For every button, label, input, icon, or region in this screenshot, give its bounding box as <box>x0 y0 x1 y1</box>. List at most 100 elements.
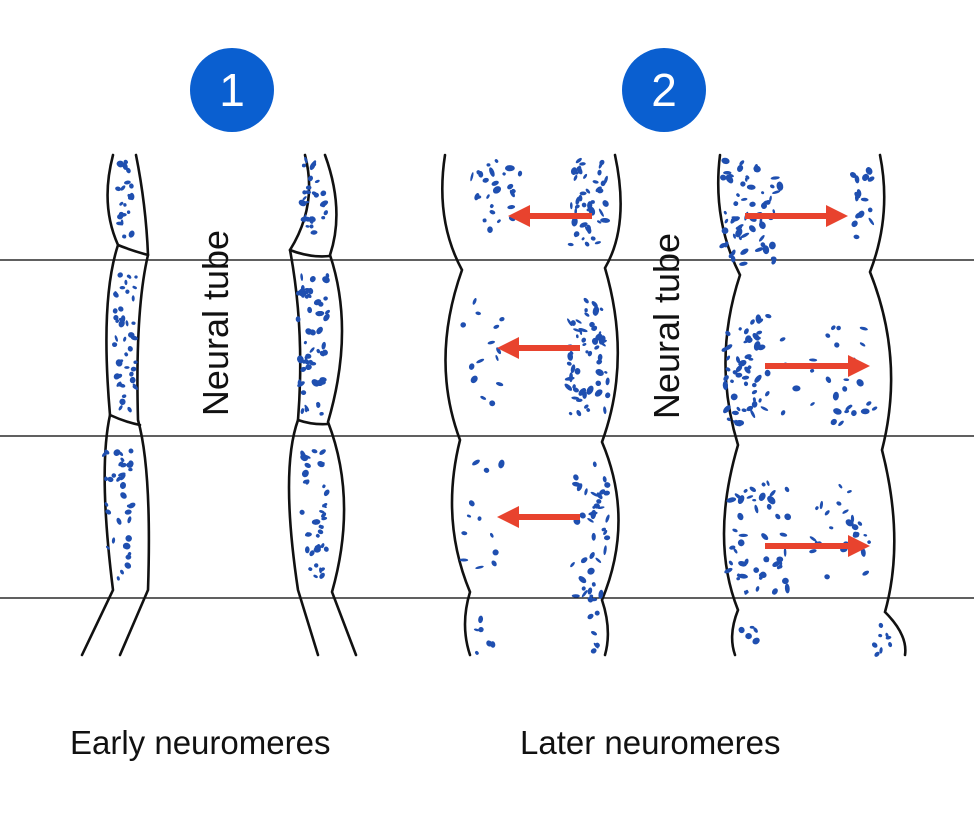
cell <box>587 567 595 575</box>
cell <box>322 504 327 509</box>
cell <box>113 449 121 457</box>
cell <box>760 406 769 411</box>
cell <box>857 210 865 218</box>
cell <box>740 248 749 255</box>
cell <box>581 237 585 241</box>
cell <box>819 500 823 510</box>
cell <box>860 408 870 415</box>
cell <box>125 289 130 294</box>
cell <box>123 544 127 549</box>
cell <box>111 473 117 478</box>
cell <box>325 309 330 315</box>
cell <box>113 315 119 321</box>
cell <box>737 164 744 172</box>
cell <box>599 307 604 311</box>
cell <box>304 200 310 204</box>
cell <box>305 185 312 190</box>
cell <box>576 398 583 403</box>
boundary-lines <box>0 259 974 599</box>
cell <box>581 202 587 208</box>
cell <box>598 589 604 599</box>
cell <box>127 516 132 524</box>
cell <box>775 513 781 520</box>
cell <box>810 402 815 406</box>
cell <box>297 355 304 364</box>
cell <box>305 225 310 228</box>
cell <box>879 647 883 654</box>
cell <box>116 476 122 482</box>
cell <box>595 557 602 563</box>
cell <box>838 484 843 489</box>
cell <box>724 567 733 574</box>
cell <box>112 308 118 314</box>
cell <box>305 353 312 359</box>
cell <box>594 610 600 616</box>
cell <box>299 509 305 515</box>
cell <box>736 193 740 197</box>
cell <box>570 364 576 374</box>
cell <box>753 400 756 405</box>
cell <box>494 159 499 163</box>
cell <box>731 249 736 257</box>
cell <box>834 342 840 348</box>
cell <box>489 400 496 407</box>
cell <box>732 233 736 239</box>
cell <box>768 241 776 250</box>
cell <box>753 163 759 173</box>
cell <box>300 454 309 462</box>
cell <box>126 210 131 214</box>
cell <box>844 409 850 414</box>
cell <box>585 188 591 194</box>
cell <box>470 172 474 182</box>
cell <box>302 196 307 201</box>
cell <box>314 563 319 568</box>
cell <box>319 572 325 579</box>
cell <box>754 247 764 252</box>
cell <box>564 383 573 391</box>
cell <box>322 276 330 284</box>
cell <box>498 459 505 469</box>
early-left-wall-inner <box>118 153 151 657</box>
cell <box>304 294 309 299</box>
cell <box>751 389 758 395</box>
cell <box>304 546 310 554</box>
cell <box>833 408 842 415</box>
cell <box>128 332 135 338</box>
cell <box>307 287 314 295</box>
cell <box>123 336 127 342</box>
cell <box>310 230 318 235</box>
arrow-left-top-head <box>508 205 530 227</box>
cell <box>579 191 587 196</box>
cell <box>568 385 572 390</box>
cell <box>597 169 602 176</box>
cell <box>741 375 750 380</box>
step-2-badge: 2 <box>622 48 706 132</box>
step-1-number: 1 <box>219 64 245 116</box>
cell <box>874 651 880 657</box>
cell <box>589 594 594 598</box>
cell <box>474 193 480 201</box>
cell <box>732 528 738 533</box>
cell <box>723 405 731 414</box>
cell <box>300 390 307 396</box>
cell <box>604 482 611 488</box>
cell <box>129 183 134 189</box>
early-right-wall-outer <box>323 153 358 657</box>
cell <box>595 369 604 376</box>
cell <box>316 348 321 354</box>
cell <box>739 160 745 166</box>
cell <box>321 512 327 518</box>
cell <box>470 375 478 384</box>
cell <box>738 359 747 367</box>
cell <box>116 221 124 226</box>
cell <box>308 359 313 365</box>
cell <box>741 408 747 413</box>
cell <box>604 535 611 541</box>
step-2-number: 2 <box>651 64 677 116</box>
cell <box>297 381 305 387</box>
cell <box>133 360 138 364</box>
cell <box>321 215 326 220</box>
early-left-notch <box>108 243 150 427</box>
cell <box>487 226 493 233</box>
cell <box>756 330 763 335</box>
